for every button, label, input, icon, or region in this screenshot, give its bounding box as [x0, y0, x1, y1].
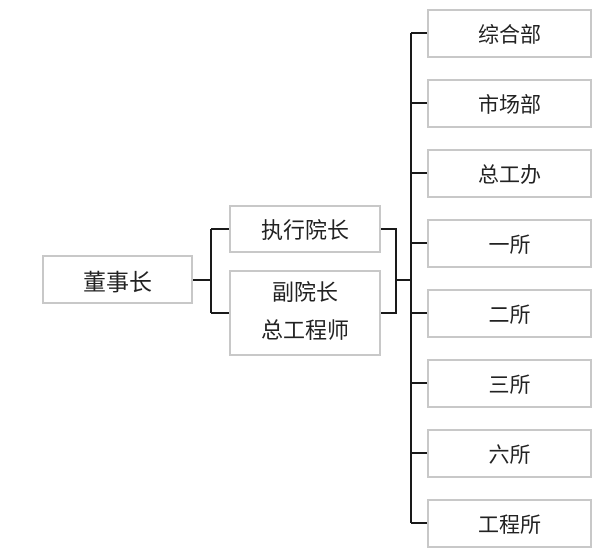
department-box: 二所 [427, 289, 592, 338]
executive-label-line-1: 副院长 [271, 281, 338, 306]
connector-exec-departments [381, 228, 411, 314]
department-label: 一所 [488, 232, 531, 257]
chairman-box: 董事长 [42, 255, 193, 304]
department-label: 三所 [488, 372, 531, 397]
department-label: 二所 [488, 302, 531, 327]
executive-box-2: 副院长 总工程师 [229, 270, 381, 356]
department-box: 综合部 [427, 9, 592, 58]
connector-department-branches [411, 32, 427, 524]
department-box: 一所 [427, 219, 592, 268]
executive-box-1: 执行院长 [229, 205, 381, 253]
department-box: 总工办 [427, 149, 592, 198]
connector-chairman-exec [193, 228, 229, 314]
department-label: 六所 [488, 442, 531, 467]
department-box: 工程所 [427, 499, 592, 548]
chairman-label: 董事长 [83, 269, 152, 296]
department-label: 市场部 [478, 92, 541, 117]
department-box: 三所 [427, 359, 592, 408]
department-box: 六所 [427, 429, 592, 478]
executive-label: 执行院长 [260, 219, 349, 244]
department-label: 总工办 [478, 162, 541, 187]
department-box: 市场部 [427, 79, 592, 128]
executive-label-line-2: 总工程师 [260, 319, 349, 344]
department-label: 工程所 [478, 512, 541, 537]
department-label: 综合部 [478, 22, 541, 47]
